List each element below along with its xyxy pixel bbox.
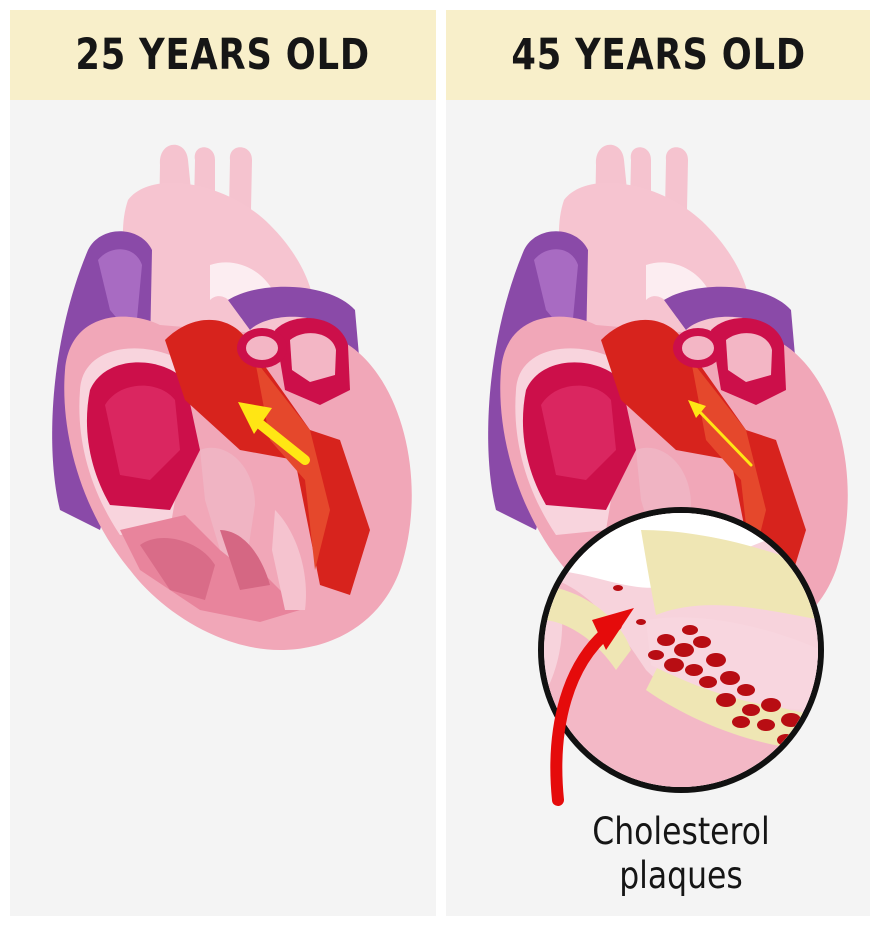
heart-illustration: [446, 10, 870, 916]
panel-25-years: 25 YEARS OLD: [10, 10, 436, 916]
caption-cholesterol-plaques: Cholesterol plaques: [562, 810, 800, 898]
heart-illustration: [10, 10, 436, 916]
caption-line-1: Cholesterol: [562, 810, 800, 854]
heart-icon: [52, 145, 412, 650]
caption-line-2: plaques: [562, 854, 800, 898]
panel-45-years: 45 YEARS OLD: [446, 10, 870, 916]
